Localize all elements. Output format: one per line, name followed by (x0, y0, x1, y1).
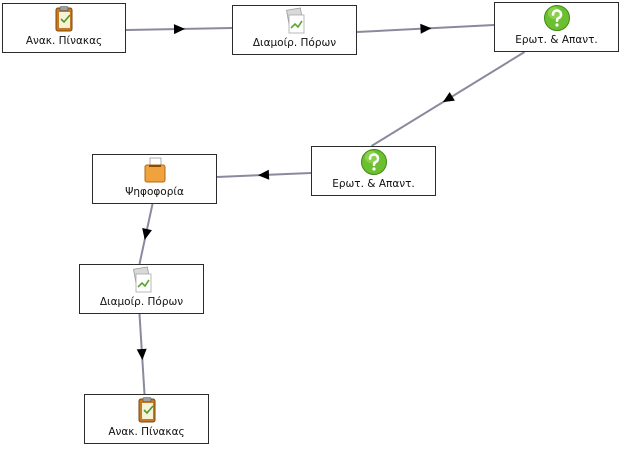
edge-arrowhead-4 (258, 169, 270, 180)
edge-arrowhead-1 (173, 24, 185, 35)
edge-arrowhead-3 (442, 92, 455, 103)
clipboard-icon (55, 6, 73, 32)
node-label: Ερωτ. & Απαντ. (515, 34, 598, 46)
node-label: Διαμοίρ. Πόρων (99, 296, 184, 308)
ballot-box-icon (144, 157, 165, 183)
edge-arrowhead-2 (420, 23, 432, 34)
activity-node-announcement-board[interactable]: Ανακ. Πίνακας (84, 394, 209, 444)
document-share-icon (285, 7, 304, 34)
node-label: Ψηφοφορία (125, 186, 184, 198)
activity-node-resource-sharing[interactable]: Διαμοίρ. Πόρων (79, 264, 204, 314)
node-label: Ανακ. Πίνακας (25, 35, 103, 47)
edge-arrowhead-5 (142, 228, 152, 240)
question-icon (543, 5, 570, 31)
activity-node-announcement-board[interactable]: Ανακ. Πίνακας (2, 3, 126, 53)
question-icon (360, 149, 387, 175)
node-label: Διαμοίρ. Πόρων (252, 37, 337, 49)
node-label: Ανακ. Πίνακας (108, 426, 185, 438)
node-label: Ερωτ. & Απαντ. (332, 178, 415, 190)
clipboard-icon (138, 397, 155, 423)
activity-node-q-and-a[interactable]: Ερωτ. & Απαντ. (311, 146, 436, 196)
document-share-icon (132, 266, 151, 293)
edge-arrowhead-6 (136, 348, 147, 360)
activity-node-voting[interactable]: Ψηφοφορία (92, 154, 217, 204)
activity-node-q-and-a[interactable]: Ερωτ. & Απαντ. (494, 2, 619, 52)
activity-node-resource-sharing[interactable]: Διαμοίρ. Πόρων (232, 5, 357, 55)
